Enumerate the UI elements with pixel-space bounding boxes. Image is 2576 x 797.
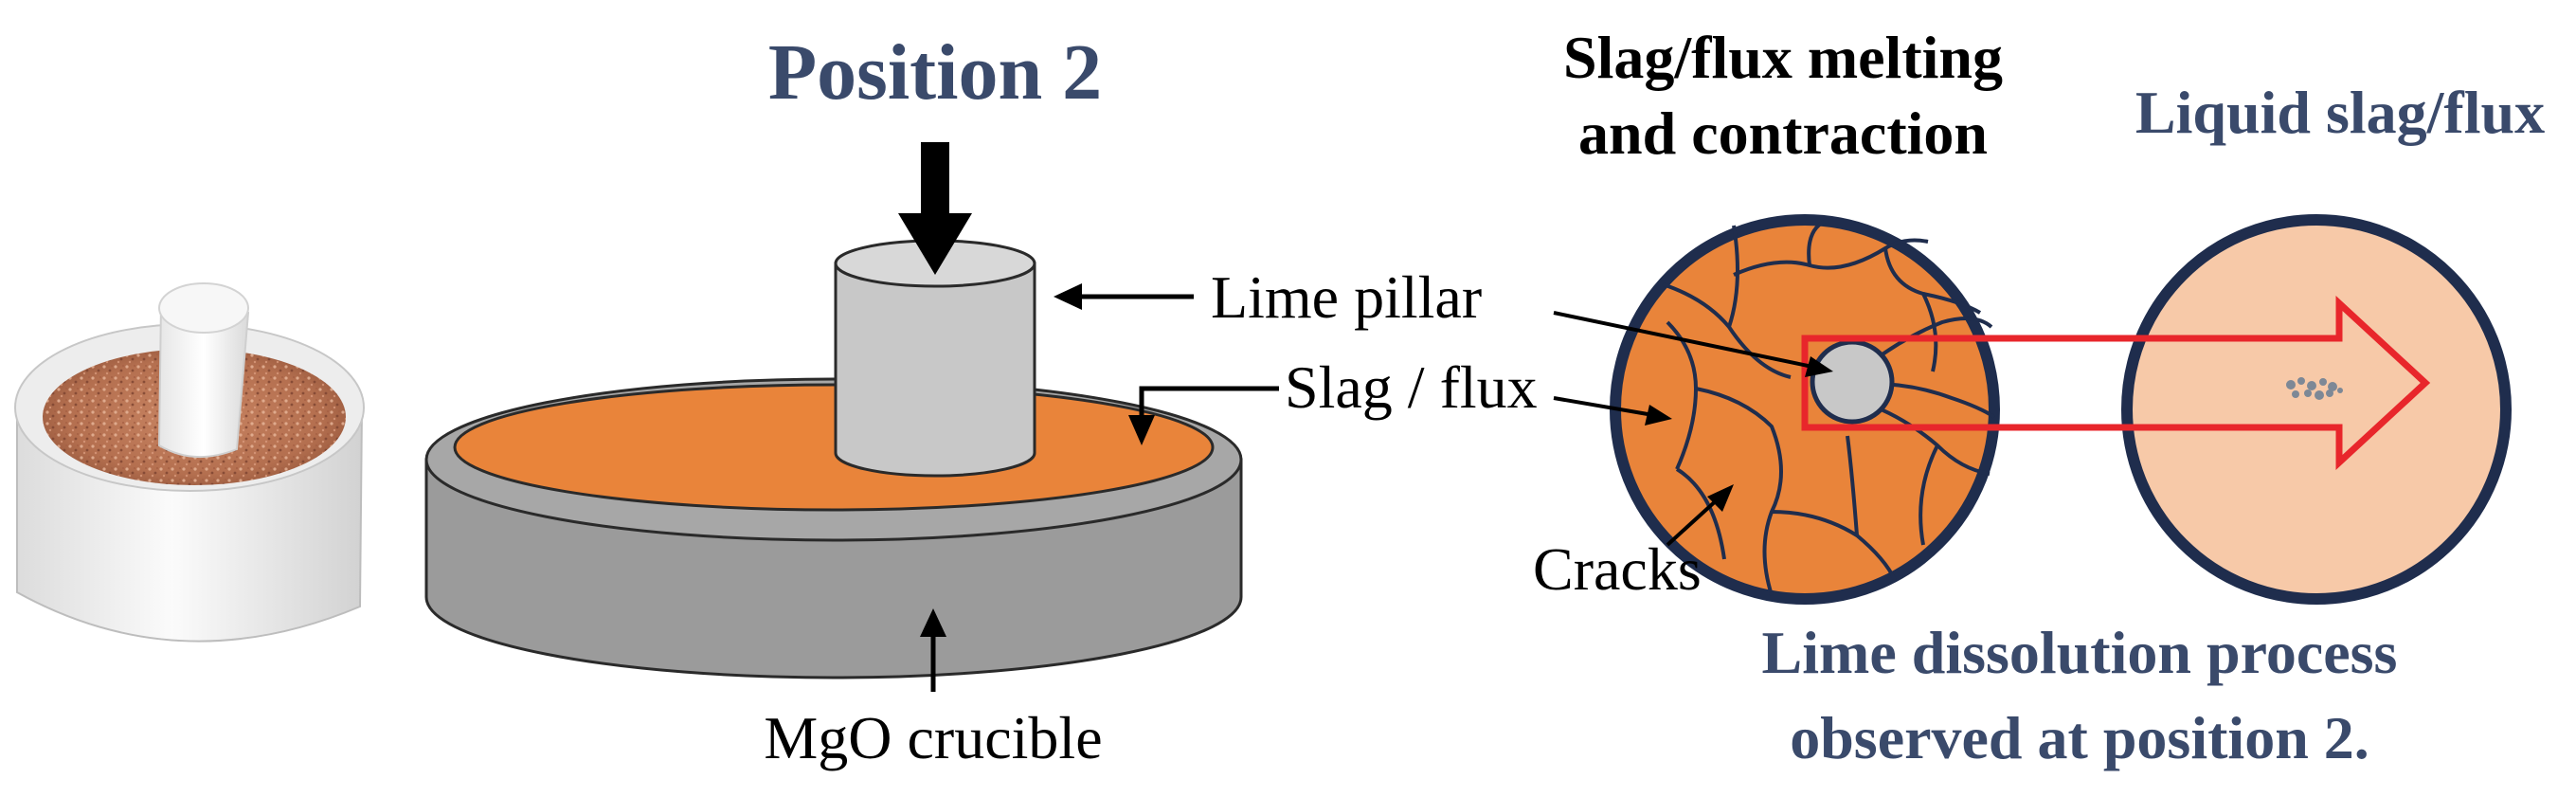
schematic-setup: Position 2 Lime pillar Slag / flux MgO c… [424,28,1538,771]
mgo-crucible-label: MgO crucible [764,704,1102,771]
liquid-heading: Liquid slag/flux [2135,79,2545,146]
photo-lime-pillar-top [158,282,249,334]
process-arrow [1801,296,2431,470]
sample-photo [14,282,365,643]
slag-disk [453,383,1215,512]
particle-pointer [1553,311,1833,377]
slag-flux-callout: Slag / flux [1128,353,1538,445]
caption-line1: Lime dissolution process [1762,619,2398,686]
mgo-crucible-callout: MgO crucible [764,608,1103,771]
cracks-callout: Cracks [1533,484,1734,603]
dissolution-process: Slag/flux melting and contraction Liquid… [1533,24,2545,771]
melting-heading-line2: and contraction [1578,100,1988,167]
cracks-label: Cracks [1533,535,1702,603]
position-title: Position 2 [768,28,1102,117]
photo-lime-pillar [157,301,250,459]
position-arrow [898,142,972,275]
lime-particle [1810,339,1895,425]
caption-line2: observed at position 2. [1790,704,2369,771]
slag-flux-label: Slag / flux [1285,353,1538,421]
liquid-slag-circle [2121,214,2512,605]
lime-pillar-callout: Lime pillar [1054,263,1482,331]
melting-heading-line1: Slag/flux melting [1563,24,2003,91]
slag-pointer [1553,396,1672,426]
dissolved-lime-remnant [2286,377,2343,400]
lime-pillar-body [834,262,1036,478]
lime-pillar-label: Lime pillar [1211,263,1482,331]
